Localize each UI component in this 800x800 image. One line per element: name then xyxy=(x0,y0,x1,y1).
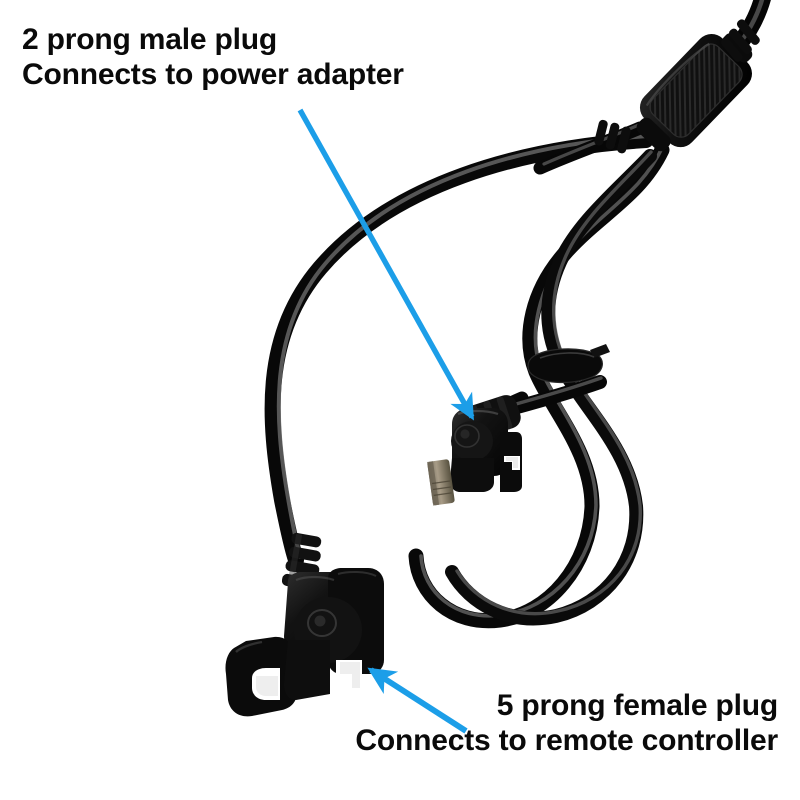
junction-strain-relief xyxy=(594,19,760,154)
cable-tie xyxy=(527,344,610,384)
callout-male-line-2: Connects to power adapter xyxy=(22,58,404,92)
arrow-female-plug xyxy=(367,667,468,734)
cable-bundle xyxy=(264,0,771,629)
callout-female-plug: 5 prong female plug Connects to remote c… xyxy=(355,688,778,759)
callout-female-line-2: Connects to remote controller xyxy=(355,724,778,758)
callout-male-plug: 2 prong male plug Connects to power adap… xyxy=(22,22,404,93)
callout-female-line-1: 5 prong female plug xyxy=(496,689,778,722)
junction-block xyxy=(636,33,753,152)
sae-male-connector xyxy=(427,395,522,506)
female-connector xyxy=(225,532,384,717)
callout-male-line-1: 2 prong male plug xyxy=(22,23,277,56)
arrow-male-plug xyxy=(297,108,475,421)
annotation-arrows xyxy=(297,108,475,734)
